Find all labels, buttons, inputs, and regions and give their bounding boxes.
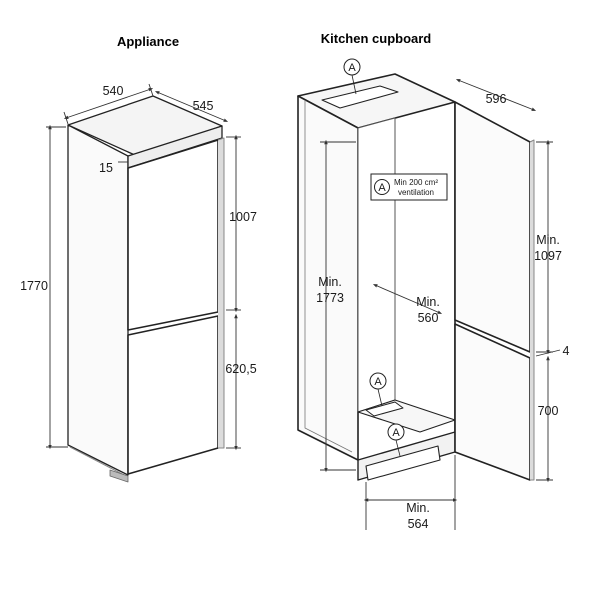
marker-a-top: A <box>343 58 361 95</box>
ventilation-marker-letter: A <box>378 182 386 194</box>
cupboard-height-min-label: Min. <box>318 275 342 289</box>
appliance-lower-door-label: 620,5 <box>225 362 256 376</box>
cupboard-height-value-label: 1773 <box>316 291 344 305</box>
cupboard-depth-label: 596 <box>486 92 507 106</box>
ventilation-note-line2: ventilation <box>398 188 434 197</box>
appliance-gap-label: 15 <box>99 161 113 175</box>
appliance-dimension-lines <box>46 83 241 451</box>
marker-a-inner: A <box>369 372 387 407</box>
cupboard-width-value-label: 564 <box>408 517 429 531</box>
ventilation-note-line1: Min 200 cm² <box>394 178 438 187</box>
svg-text:A: A <box>348 62 356 74</box>
appliance-title: Appliance <box>117 34 179 49</box>
appliance-depth-label: 545 <box>193 99 214 113</box>
cupboard-inner-depth-min-label: Min. <box>416 295 440 309</box>
cupboard-door-gap-label: 4 <box>563 344 570 358</box>
cupboard-door-upper-value-label: 1097 <box>534 249 562 263</box>
svg-text:A: A <box>374 376 382 388</box>
cupboard-title: Kitchen cupboard <box>321 31 432 46</box>
appliance-upper-door-label: 1007 <box>229 210 257 224</box>
cupboard-width-min-label: Min. <box>406 501 430 515</box>
cupboard-drawing <box>297 73 535 481</box>
appliance-height-label: 1770 <box>20 279 48 293</box>
appliance-drawing <box>67 95 225 483</box>
cupboard-dimension-lines <box>320 79 561 530</box>
ventilation-note: A Min 200 cm² ventilation <box>370 173 448 201</box>
cupboard-door-lower-label: 700 <box>538 404 559 418</box>
svg-text:A: A <box>392 427 400 439</box>
cupboard-inner-depth-value-label: 560 <box>418 311 439 325</box>
cupboard-door-upper-min-label: Min. <box>536 233 560 247</box>
marker-a-bottom: A <box>387 423 405 457</box>
appliance-width-label: 540 <box>103 84 124 98</box>
